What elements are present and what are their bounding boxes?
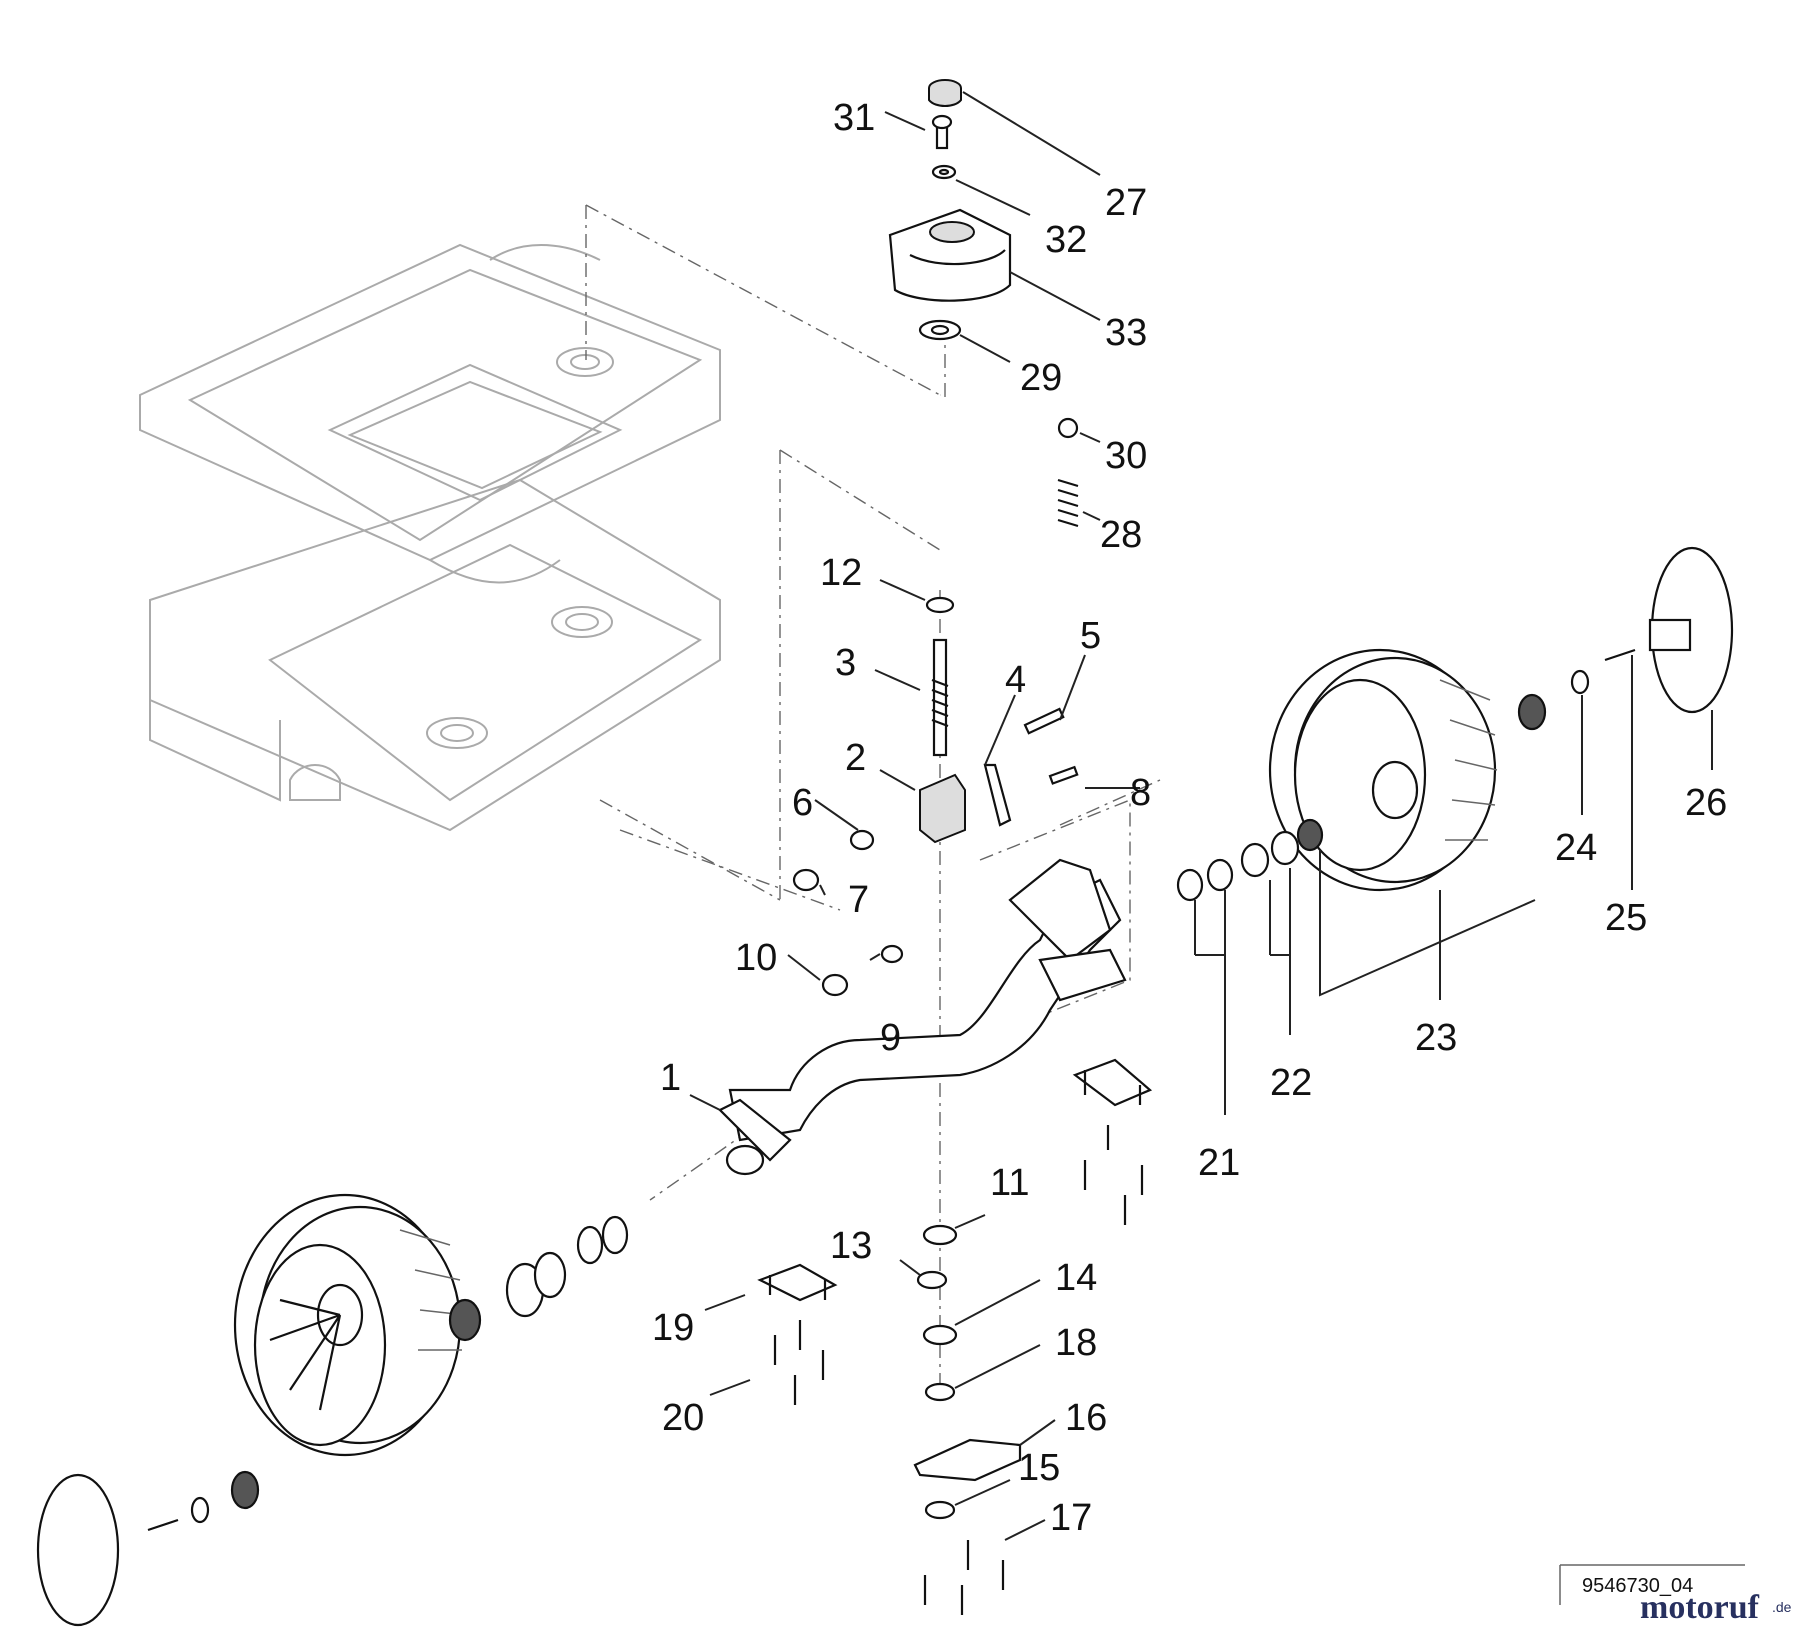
part-label-24: 24: [1555, 827, 1597, 869]
drawing-number-box: 9546730_04: [1559, 1564, 1745, 1605]
part-label-25: 25: [1605, 897, 1647, 939]
part-label-20: 20: [662, 1397, 704, 1439]
motoruf-watermark: motoruf .de: [1640, 1589, 1792, 1626]
part-label-16: 16: [1065, 1397, 1107, 1439]
part-label-15: 15: [1018, 1447, 1060, 1489]
assembly-lines: [585, 204, 1161, 1400]
axle-bracket: [718, 858, 1127, 1176]
part-label-13: 13: [830, 1225, 872, 1267]
part-label-1: 1: [660, 1057, 681, 1099]
right-wheel-assembly: [1176, 546, 1734, 902]
part-label-27: 27: [1105, 182, 1147, 224]
part-label-23: 23: [1415, 1017, 1457, 1059]
mounting-clips: [757, 1058, 1153, 1615]
part-label-28: 28: [1100, 514, 1142, 556]
watermark-suffix: .de: [1772, 1599, 1792, 1615]
part-label-30: 30: [1105, 435, 1147, 477]
part-label-4: 4: [1005, 659, 1026, 701]
part-label-22: 22: [1270, 1062, 1312, 1104]
part-label-6: 6: [792, 782, 813, 824]
drawing-number: 9546730_04: [1582, 1575, 1693, 1597]
part-label-5: 5: [1080, 615, 1101, 657]
part-label-7: 7: [848, 879, 869, 921]
part-label-12: 12: [820, 552, 862, 594]
watermark-logo: motoruf: [1640, 1589, 1760, 1626]
part-label-9: 9: [880, 1017, 901, 1059]
part-label-8: 8: [1130, 772, 1151, 814]
part-label-21: 21: [1198, 1142, 1240, 1184]
part-label-3: 3: [835, 642, 856, 684]
part-label-19: 19: [652, 1307, 694, 1349]
leader-lines: [689, 91, 1713, 1541]
part-label-29: 29: [1020, 357, 1062, 399]
part-label-33: 33: [1105, 312, 1147, 354]
left-wheel-assembly: [36, 1193, 629, 1627]
part-label-2: 2: [845, 737, 866, 779]
part-label-14: 14: [1055, 1257, 1097, 1299]
part-label-10: 10: [735, 937, 777, 979]
part-label-26: 26: [1685, 782, 1727, 824]
part-label-18: 18: [1055, 1322, 1097, 1364]
part-label-31: 31: [833, 97, 875, 139]
part-label-32: 32: [1045, 219, 1087, 261]
washer-stack: [916, 1224, 958, 1520]
height-adjust-knob-assembly: [888, 79, 1079, 528]
lever-rod-assembly: [792, 596, 1079, 997]
mower-deck-outline: [139, 243, 721, 832]
part-label-17: 17: [1050, 1497, 1092, 1539]
part-labels: 31 27 32 33 29 30 28 12 3 5 4 2 8 6 7 10…: [652, 97, 1727, 1539]
part-label-11: 11: [990, 1162, 1029, 1204]
